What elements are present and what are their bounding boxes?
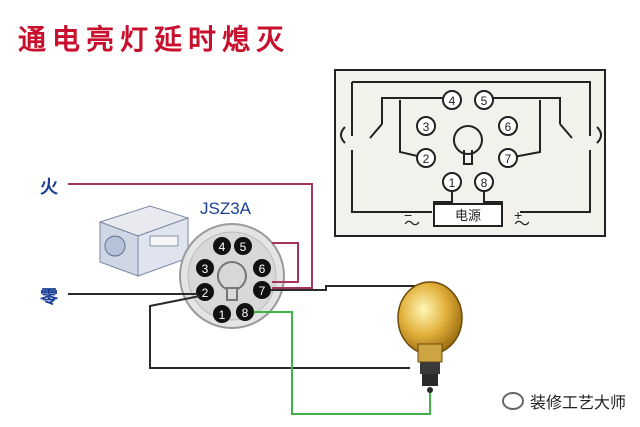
socket-pin-6: 6: [259, 262, 266, 276]
diagram-title: 通电亮灯延时熄灭: [18, 23, 291, 56]
svg-text:+: +: [514, 207, 522, 223]
schematic-pins: 4 5 3 6 2 7 1 8: [416, 90, 518, 192]
wires: [68, 183, 431, 415]
ac-minus: ～: [404, 216, 420, 233]
socket-pin-8: 8: [242, 306, 249, 320]
watermark: 装修工艺大师: [501, 389, 626, 413]
socket-pin-5: 5: [240, 240, 247, 254]
neutral-label: 零: [40, 287, 58, 308]
socket-pin-1: 1: [219, 308, 226, 322]
schematic-pin-6: 6: [505, 120, 512, 134]
schematic-panel: 4 5 3 6 2 7 1 8 电源 ～: [334, 69, 606, 237]
schematic-pin-8: 8: [481, 176, 488, 190]
live-label: 火: [40, 177, 58, 198]
socket-pin-4: 4: [219, 240, 226, 254]
schematic-pin-1: 1: [449, 176, 456, 190]
ac-plus: ～: [514, 216, 530, 233]
socket-pin-7: 7: [259, 284, 266, 298]
power-label: 电源: [455, 208, 481, 223]
schematic-pin-4: 4: [449, 94, 456, 108]
schematic-pin-5: 5: [481, 94, 488, 108]
relay-socket: 4 5 3 6 2 7 1 8: [179, 223, 285, 329]
bulb-icon: [397, 281, 463, 393]
schematic-pin-7: 7: [505, 152, 512, 166]
relay-model-label: JSZ3A: [200, 199, 252, 218]
schematic-pin-3: 3: [423, 120, 430, 134]
watermark-text: 装修工艺大师: [529, 393, 626, 412]
schematic-pin-2: 2: [423, 152, 430, 166]
socket-pin-3: 3: [202, 262, 209, 276]
svg-text:−: −: [404, 207, 412, 223]
relay-photo: [98, 205, 190, 277]
wechat-icon: [501, 392, 524, 410]
socket-pin-2: 2: [202, 286, 209, 300]
